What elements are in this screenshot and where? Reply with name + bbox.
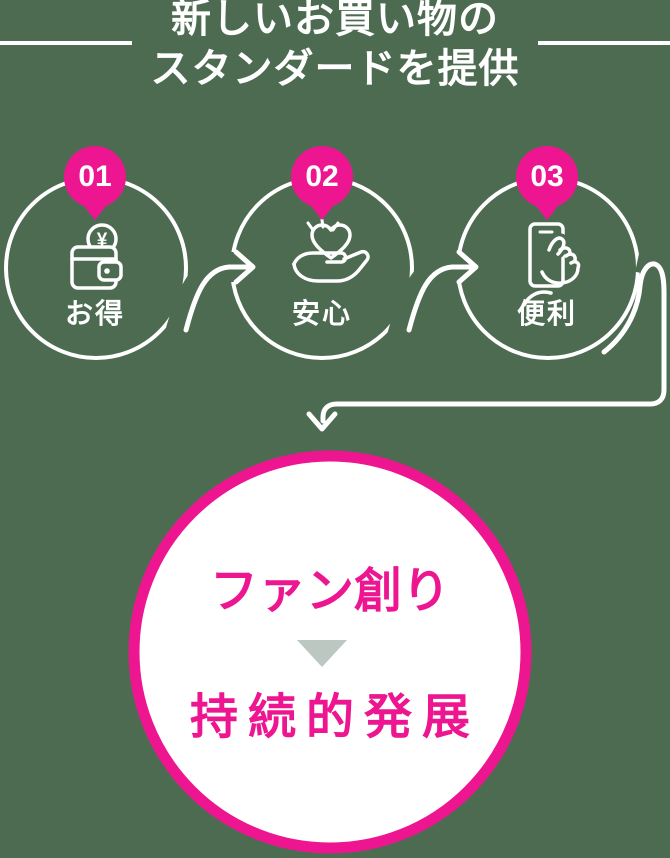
step-label-anshin: 安心: [291, 298, 352, 329]
title-rule-right: [538, 41, 670, 45]
goal-text-sustainable-growth: 持続的発展: [189, 691, 480, 744]
ring-gap-mask: [635, 243, 653, 275]
hand-body: [540, 260, 581, 285]
smartphone-tap-icon: [522, 222, 581, 307]
step-number: 02: [305, 160, 339, 193]
step-badge-02: 02: [291, 146, 353, 208]
step-badge-01: 01: [64, 146, 126, 208]
finger-knuckle: [558, 246, 572, 255]
yen-symbol: ¥: [97, 230, 108, 251]
page-title: 新しいお買い物の スタンダードを提供: [0, 0, 670, 94]
page-title-line1: 新しいお買い物の: [171, 0, 499, 41]
step-number: 03: [530, 160, 564, 193]
step-label-otoku: お得: [64, 298, 125, 329]
flow-arrow-right-2-icon: [406, 249, 479, 333]
hand-fingers: [292, 251, 348, 266]
goal-text-fan-building: ファン創り: [209, 565, 450, 618]
connector-down-arrow-icon: [306, 261, 667, 432]
step-badge-03: 03: [516, 146, 578, 208]
motion-swoosh: [522, 290, 553, 307]
down-triangle-icon: [297, 640, 347, 667]
heart-in-hand-icon: [292, 218, 370, 283]
finger-knuckle: [564, 252, 577, 262]
step-number: 01: [78, 160, 112, 193]
flow-arrow-right-1-icon: [183, 249, 256, 333]
heart-outline: [310, 223, 352, 260]
step-label-benri: 便利: [516, 298, 577, 329]
wallet-clasp: [97, 260, 123, 282]
hand-palm: [292, 249, 370, 283]
wallet-yen-icon: ¥: [70, 223, 123, 290]
title-rule-left: [0, 41, 132, 45]
page-title-line2: スタンダードを提供: [150, 47, 520, 91]
wallet-clasp-dot: [104, 268, 110, 274]
